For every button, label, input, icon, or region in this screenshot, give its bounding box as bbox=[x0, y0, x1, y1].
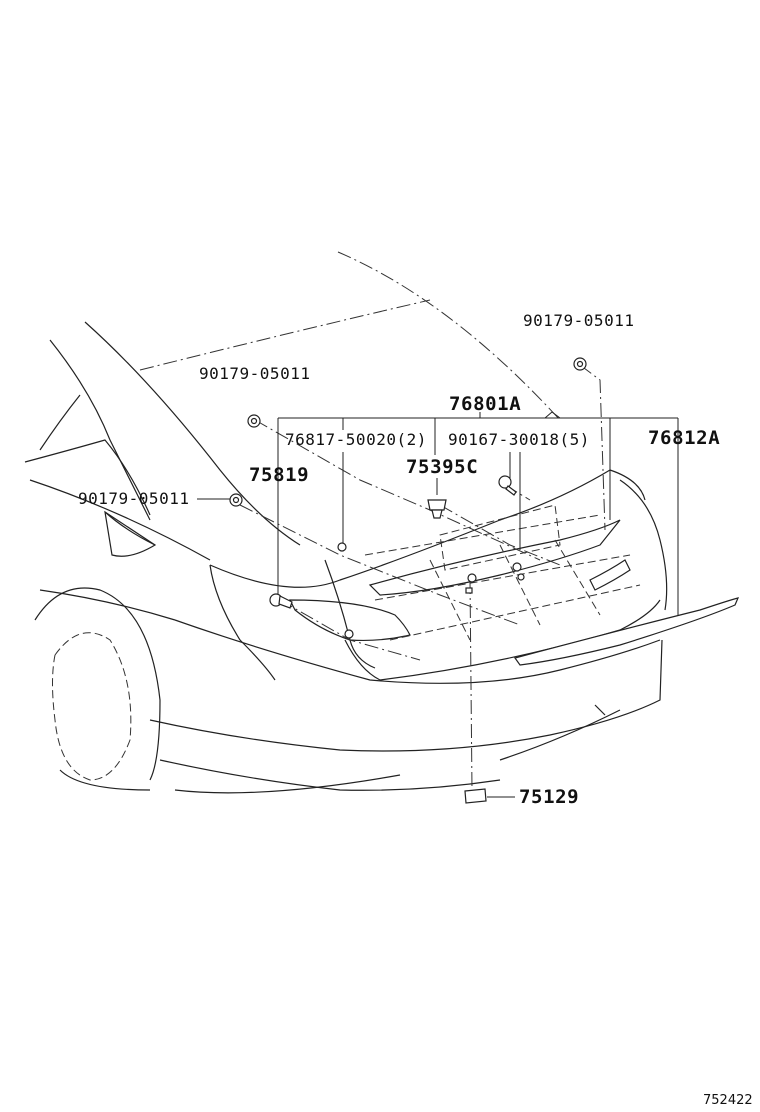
label-nut-76817: 76817-50020(2) bbox=[285, 430, 427, 449]
leader-lines bbox=[197, 411, 679, 798]
label-clip-top-left: 90179-05011 bbox=[199, 364, 311, 383]
screw-90167-icon bbox=[498, 475, 517, 496]
label-clip-left: 90179-05011 bbox=[78, 489, 190, 508]
clip-75819-icon bbox=[269, 593, 293, 609]
car-body-outline bbox=[24, 251, 740, 794]
label-garnish-assy: 76801A bbox=[449, 393, 522, 415]
label-emblem-75819: 75819 bbox=[249, 464, 310, 486]
clip-top-left-icon bbox=[247, 414, 261, 428]
nut-76817-icon bbox=[337, 542, 347, 552]
license-lamp-parts-icon bbox=[465, 562, 525, 594]
clip-left-icon bbox=[229, 493, 243, 507]
label-emblem-75395c: 75395C bbox=[406, 456, 479, 478]
plug-75129-icon bbox=[464, 788, 487, 804]
figure-reference-number: 752422 bbox=[703, 1093, 753, 1108]
label-screw-90167: 90167-30018(5) bbox=[448, 430, 590, 449]
clip-lamp-icon bbox=[344, 629, 354, 639]
installation-guidelines bbox=[239, 364, 641, 791]
clip-top-right-icon bbox=[573, 357, 587, 371]
small-parts bbox=[229, 357, 587, 804]
label-clip-top-right: 90179-05011 bbox=[523, 311, 635, 330]
label-spoiler: 76812A bbox=[648, 427, 721, 449]
clip-75395c-icon bbox=[427, 499, 447, 519]
label-plug-75129: 75129 bbox=[519, 786, 580, 808]
